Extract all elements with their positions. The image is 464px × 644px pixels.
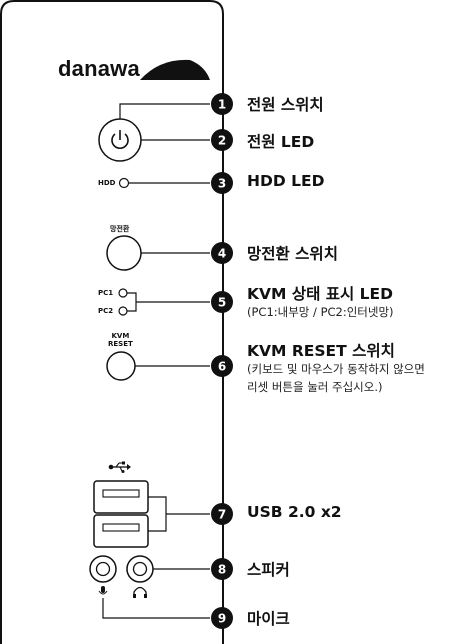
number-badge-9-label: 9 bbox=[218, 611, 226, 625]
bracket-line-5 bbox=[127, 292, 137, 312]
number-badge-5-label: 5 bbox=[218, 295, 226, 309]
feature-6-subtitle: (키보드 및 마우스가 동작하지 않으면 bbox=[247, 362, 425, 376]
pc1-led bbox=[118, 288, 128, 298]
number-badge-2 bbox=[211, 129, 233, 151]
number-badges: 1 2 3 4 5 6 7 8 9 bbox=[211, 93, 233, 629]
kvm-reset-label-line1: KVM bbox=[111, 332, 130, 340]
feature-4-title: 망전환 스위치 bbox=[247, 245, 338, 263]
number-badge-9 bbox=[211, 607, 233, 629]
mic-jack-inner bbox=[95, 561, 111, 577]
number-badge-6 bbox=[211, 355, 233, 377]
hdd-label: HDD bbox=[98, 179, 116, 187]
usb-group bbox=[93, 461, 210, 548]
headphone-icon bbox=[133, 586, 147, 598]
feature-6-title: KVM RESET 스위치 bbox=[247, 342, 395, 360]
number-badge-4-label: 4 bbox=[218, 246, 226, 260]
power-switch-group bbox=[98, 103, 210, 162]
speaker-jack[interactable] bbox=[126, 555, 154, 583]
feature-3-title: HDD LED bbox=[247, 172, 325, 190]
feature-5-subtitle: (PC1:내부망 / PC2:인터넷망) bbox=[247, 305, 394, 319]
number-badge-2-label: 2 bbox=[218, 133, 226, 147]
feature-1-title: 전원 스위치 bbox=[247, 96, 324, 114]
kvm-status-leds-group bbox=[118, 288, 210, 316]
kvm-reset-group bbox=[106, 351, 210, 381]
hdd-led bbox=[118, 177, 130, 189]
number-badge-1 bbox=[211, 93, 233, 115]
feature-9-title: 마이크 bbox=[247, 610, 290, 628]
pc2-led bbox=[118, 306, 128, 316]
kvm-reset-label: KVM RESET bbox=[108, 332, 133, 348]
hdd-led-group bbox=[118, 177, 210, 189]
number-badge-4 bbox=[211, 242, 233, 264]
pc2-label: PC2 bbox=[98, 307, 114, 315]
feature-6-subtitle-2: 리셋 버튼을 눌러 주십시오.) bbox=[247, 380, 383, 394]
microphone-icon bbox=[98, 586, 108, 595]
mic-jack[interactable] bbox=[89, 555, 117, 583]
number-badge-1-label: 1 bbox=[218, 97, 226, 111]
power-icon bbox=[111, 130, 129, 149]
usb-port-1-tongue bbox=[102, 489, 140, 498]
bracket-line-7 bbox=[148, 496, 167, 532]
logo-swoosh bbox=[140, 59, 210, 80]
number-badge-8-label: 8 bbox=[218, 562, 226, 576]
net-switch-button[interactable] bbox=[106, 235, 142, 271]
number-badge-5 bbox=[211, 291, 233, 313]
callout-line-9 bbox=[102, 598, 210, 619]
usb-icon bbox=[108, 461, 131, 473]
usb-port-2-tongue bbox=[102, 523, 140, 532]
kvm-reset-button[interactable] bbox=[106, 351, 136, 381]
callout-line-1 bbox=[119, 103, 210, 119]
feature-8-title: 스피커 bbox=[247, 561, 290, 579]
net-switch-group bbox=[106, 235, 210, 271]
audio-jacks-group bbox=[89, 555, 210, 619]
feature-5-title: KVM 상태 표시 LED bbox=[247, 285, 393, 303]
number-badge-3-label: 3 bbox=[218, 176, 226, 190]
number-badge-8 bbox=[211, 558, 233, 580]
pc1-label: PC1 bbox=[98, 289, 114, 297]
number-badge-7 bbox=[211, 503, 233, 525]
kvm-reset-label-line2: RESET bbox=[108, 340, 133, 348]
feature-7-title: USB 2.0 x2 bbox=[247, 503, 342, 521]
front-panel-outline bbox=[0, 0, 224, 644]
feature-2-title: 전원 LED bbox=[247, 133, 315, 151]
speaker-jack-inner bbox=[132, 561, 148, 577]
number-badge-6-label: 6 bbox=[218, 359, 226, 373]
number-badge-7-label: 7 bbox=[218, 507, 226, 521]
number-badge-3 bbox=[211, 172, 233, 194]
logo-text: danawa bbox=[58, 56, 140, 81]
net-switch-label: 망전환 bbox=[110, 225, 130, 233]
